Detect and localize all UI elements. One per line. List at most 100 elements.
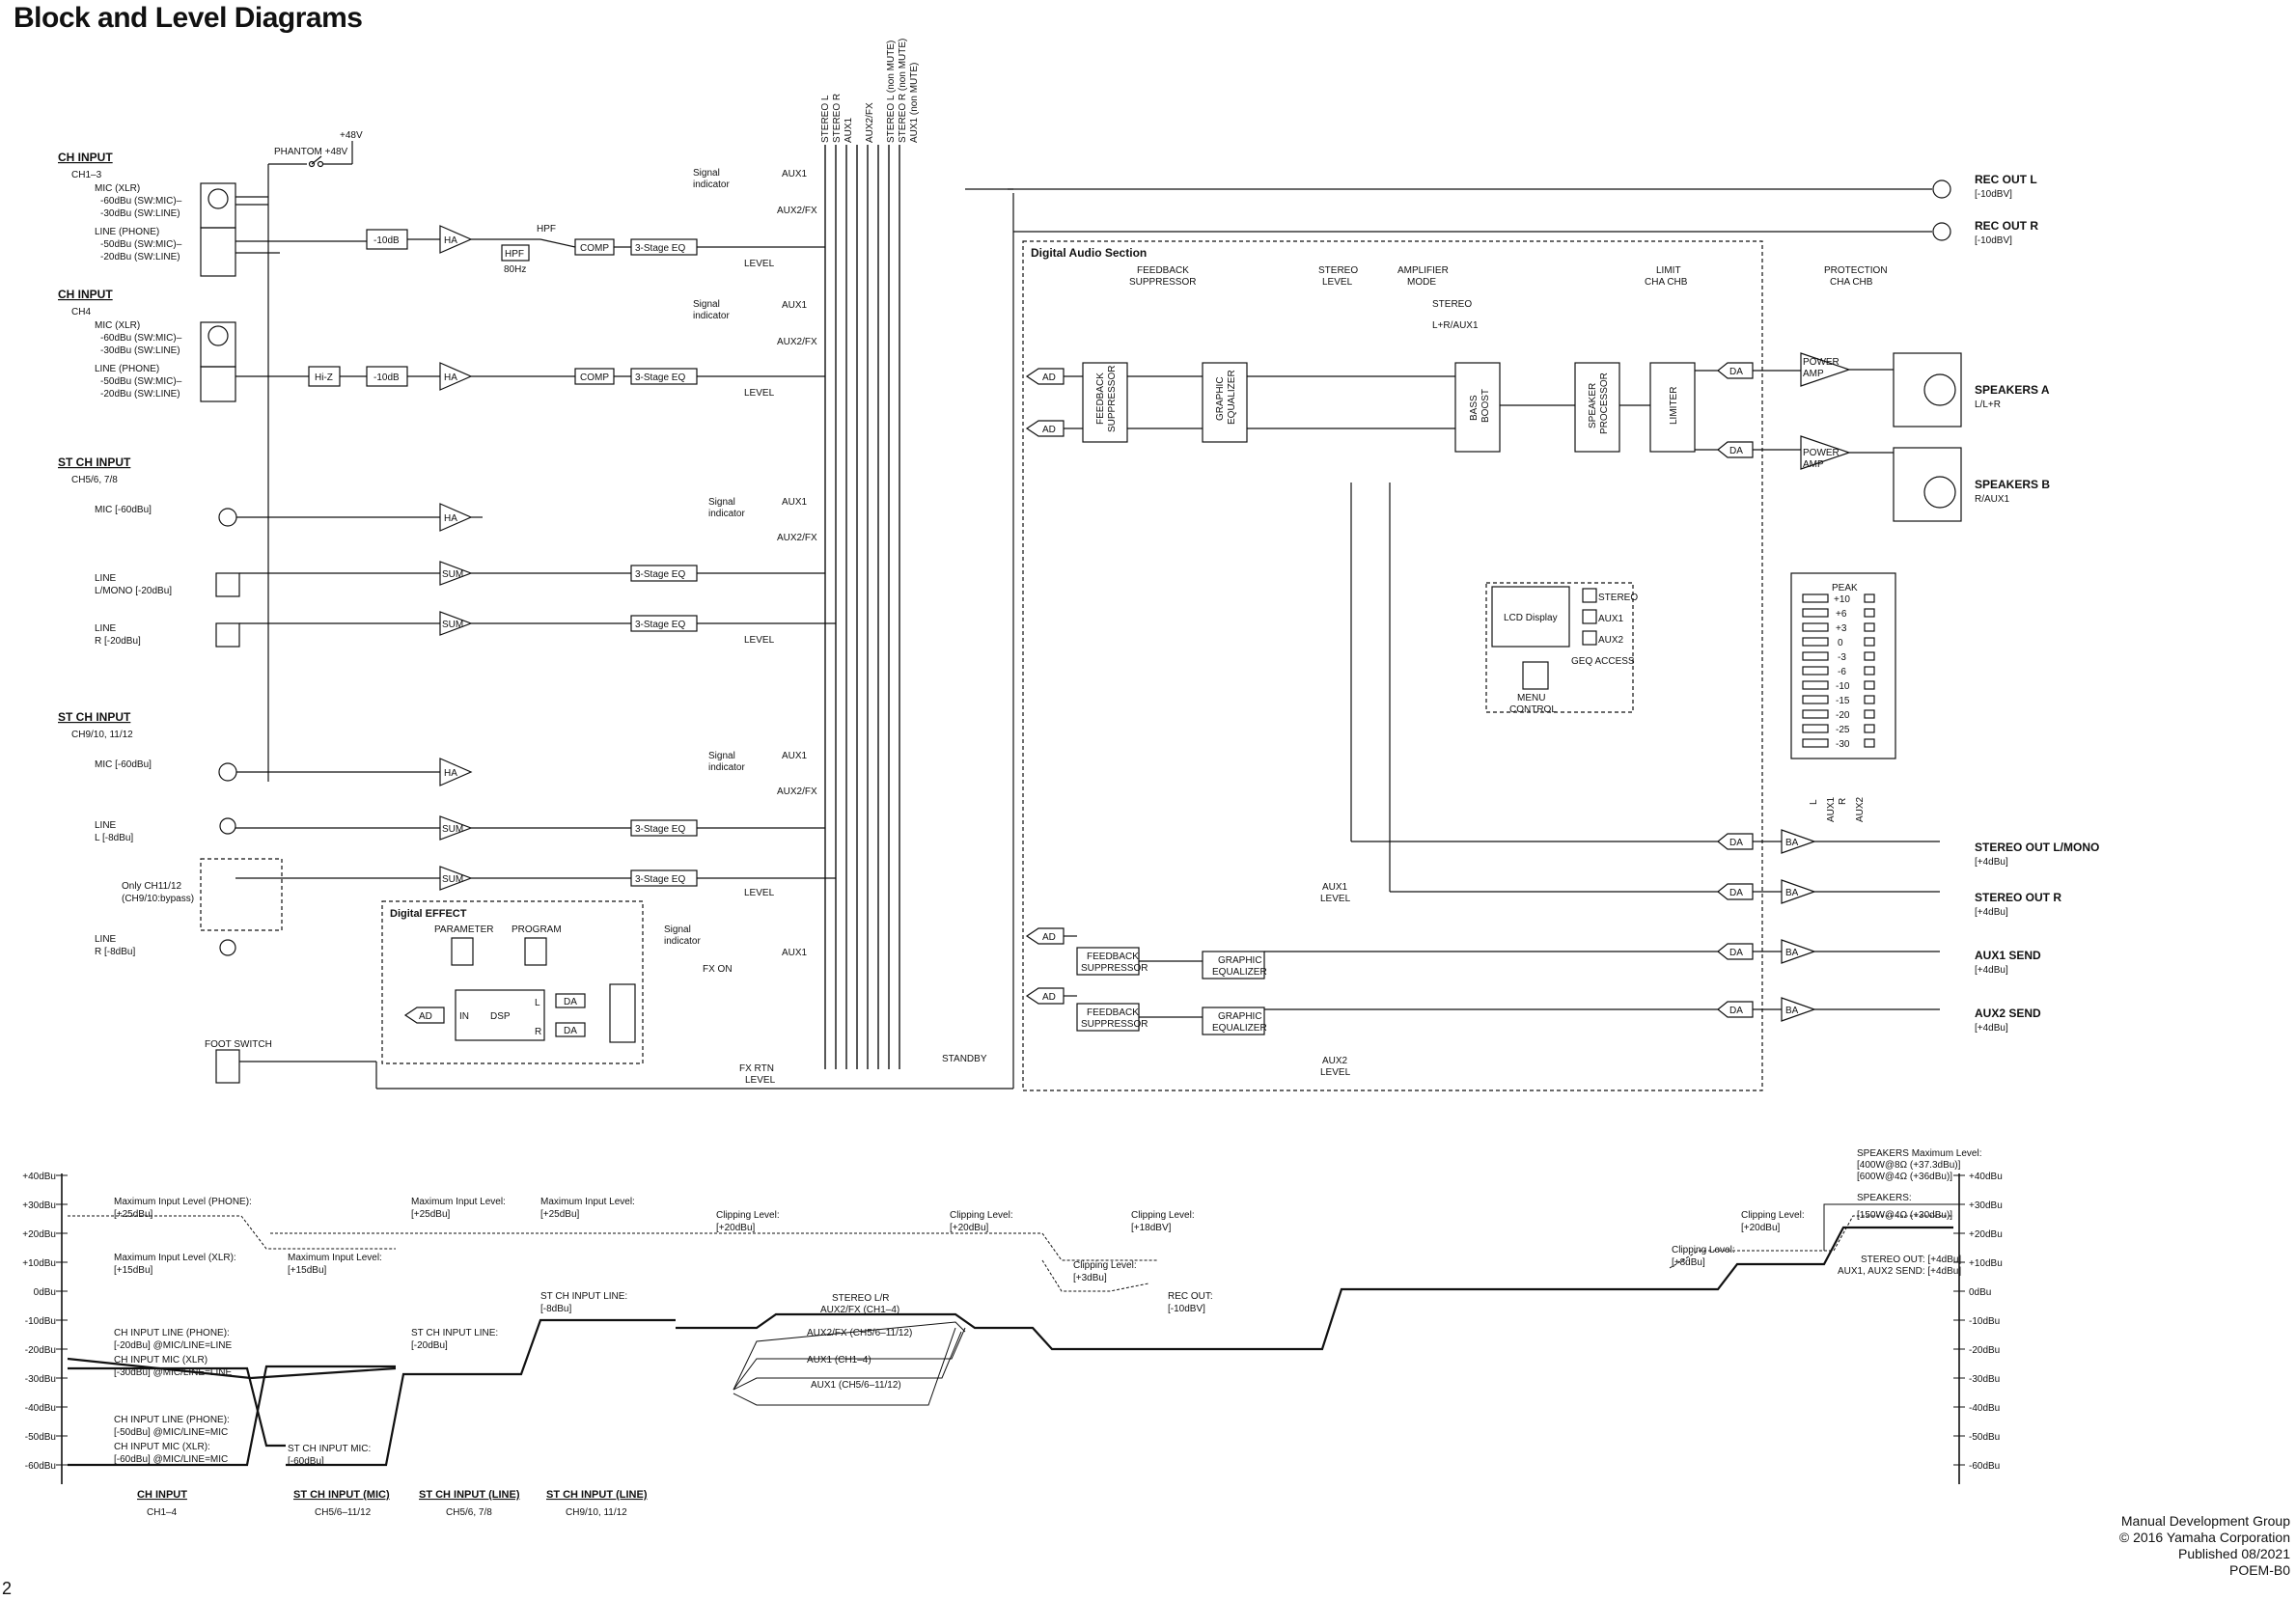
diagram-label: Maximum Input Level: — [540, 1197, 635, 1207]
diagram-label: AUX2 — [1322, 1056, 1348, 1066]
ch-input-1-chain: -10dB HA HPF HPF 80Hz COMP 3-Stage EQ — [366, 224, 825, 275]
diagram-label: (CH9/10:bypass) — [122, 894, 194, 904]
diagram-label: R [-20dBu] — [95, 636, 141, 647]
diagram-label: [-10dBV] — [1168, 1304, 1205, 1314]
diagram-label: AD — [419, 1011, 432, 1022]
level-scale-tick: 0dBu — [34, 1287, 56, 1298]
section-title: ST CH INPUT — [58, 455, 131, 469]
st-ch-input-2-section: ST CH INPUT CH9/10, 11/12 MIC [-60dBu] L… — [58, 710, 272, 1050]
diagram-label: -3 — [1838, 652, 1846, 663]
bus-label: AUX1 (non MUTE) — [909, 63, 920, 143]
diagram-label: GRAPHIC — [1215, 376, 1226, 421]
diagram-label: [600W@4Ω (+36dBu)] — [1857, 1172, 1952, 1182]
level-scale-tick: +40dBu — [1969, 1172, 2003, 1182]
diagram-label: HPF — [537, 224, 556, 234]
diagram-label: AUX1 — [782, 169, 808, 179]
level-scale-tick: +20dBu — [22, 1229, 56, 1240]
level-scale-tick: -10dBu — [25, 1316, 56, 1327]
diagram-label: Signal — [664, 924, 691, 935]
level-scale-tick: -10dBu — [1969, 1316, 2000, 1327]
section-title: ST CH INPUT — [58, 710, 131, 724]
st-ch-input-1-chain: HA SUM SUM 3-Stage EQ 3-Stage EQ — [215, 503, 836, 648]
diagram-label: SUPPRESSOR — [1081, 1019, 1148, 1030]
bus-label: STEREO L — [820, 95, 831, 143]
diagram-label: 3-Stage EQ — [635, 569, 685, 580]
diagram-label: 3-Stage EQ — [635, 824, 685, 835]
phantom-voltage: +48V — [340, 130, 363, 141]
diagram-label: MIC [-60dBu] — [95, 759, 152, 770]
diagram-label: AUX2/FX (CH1–4) — [820, 1305, 899, 1315]
diagram-label: indicator — [693, 311, 730, 321]
level-scale-tick: -50dBu — [25, 1432, 56, 1443]
diagram-label: POWER — [1803, 448, 1840, 458]
diagram-label: SPEAKERS Maximum Level: — [1857, 1148, 1982, 1159]
level-scale-tick: -20dBu — [1969, 1345, 2000, 1356]
diagram-label: CH5/6, 7/8 — [446, 1507, 492, 1518]
diagram-label: [+8dBu] — [1672, 1257, 1705, 1268]
diagram-label: 3-Stage EQ — [635, 243, 685, 254]
diagram-label: [-20dBu] — [411, 1340, 448, 1351]
diagram-label: LEVEL — [744, 888, 775, 898]
diagram-label: [+3dBu] — [1073, 1273, 1107, 1283]
diagram-label: 80Hz — [504, 264, 526, 275]
diagram-label: CH9/10, 11/12 — [566, 1507, 627, 1518]
diagram-label: AUX1 — [782, 300, 808, 311]
diagram-label: STEREO OUT: [+4dBu] — [1861, 1255, 1961, 1265]
output-title: REC OUT L — [1975, 173, 2037, 186]
diagram-label: GEQ ACCESS — [1571, 656, 1635, 667]
footer-published: Published 08/2021 — [2178, 1546, 2290, 1561]
output-title: SPEAKERS A — [1975, 383, 2050, 397]
diagram-label: AD — [1042, 425, 1056, 435]
diagram-label: DA — [564, 997, 577, 1007]
st-ch-input-1-section: ST CH INPUT CH5/6, 7/8 MIC [-60dBu] LINE… — [58, 455, 172, 647]
diagram-label: -6 — [1838, 667, 1846, 677]
diagram-label: AUX1 (CH5/6–11/12) — [811, 1380, 901, 1391]
diagram-label: -30dBu (SW:LINE) — [100, 345, 180, 356]
diagram-label: -50dBu (SW:MIC)– — [100, 239, 182, 250]
diagram-label: LEVEL — [1320, 894, 1351, 904]
diagram-label: AD — [1042, 932, 1056, 943]
diagram-label: LEVEL — [744, 259, 775, 269]
phantom-power: PHANTOM +48V +48V — [267, 130, 363, 782]
diagram-label: LINE — [95, 934, 117, 945]
foot-switch-label: FOOT SWITCH — [205, 1039, 272, 1050]
diagram-label: L [-8dBu] — [95, 833, 133, 843]
output-stages: DA DA DA DA BA BA BA BA POWER AMP POWER … — [965, 179, 1962, 1022]
digital-audio-section: Digital Audio Section FEEDBACK SUPPRESSO… — [1022, 240, 1888, 1091]
diagram-label: R/AUX1 — [1975, 494, 2010, 505]
level-bottom-labels: CH INPUT CH1–4 ST CH INPUT (MIC) CH5/6–1… — [137, 1489, 648, 1518]
ch-input-1-section: CH INPUT CH1–3 MIC (XLR) -60dBu (SW:MIC)… — [58, 151, 182, 262]
diagram-label: [-60dBu] @MIC/LINE=MIC — [114, 1454, 228, 1465]
diagram-label: IN — [459, 1011, 469, 1022]
level-meter: PEAK +10 +6 +3 0 -3 -6 -10 -15 -20 -25 -… — [1790, 572, 1896, 822]
diagram-label: DA — [1729, 1006, 1743, 1016]
diagram-label: [+20dBu] — [716, 1223, 756, 1233]
diagram-label: PROTECTION — [1824, 265, 1888, 276]
diagram-label: indicator — [708, 762, 745, 773]
diagram-label: [400W@8Ω (+37.3dBu)] — [1857, 1160, 1961, 1171]
level-scale-right: +40dBu+30dBu+20dBu+10dBu0dBu-10dBu-20dBu… — [1969, 1172, 2003, 1472]
diagram-label: SUPPRESSOR — [1107, 366, 1118, 432]
diagram-label: CH5/6, 7/8 — [71, 475, 118, 485]
diagram-label: LEVEL — [745, 1075, 776, 1086]
diagram-label: STEREO — [1432, 299, 1472, 310]
diagram-label: STEREO — [1318, 265, 1358, 276]
diagram-label: L/MONO [-20dBu] — [95, 586, 172, 596]
level-scale-tick: -40dBu — [1969, 1403, 2000, 1414]
digital-effect: Digital EFFECT PARAMETER PROGRAM IN DSP … — [381, 900, 644, 1064]
diagram-label: BA — [1785, 838, 1799, 848]
diagram-label: CH INPUT MIC (XLR): — [114, 1442, 210, 1452]
diagram-label: FX RTN — [739, 1063, 774, 1074]
diagram-label: indicator — [708, 509, 745, 519]
diagram-label: AUX1, AUX2 SEND: [+4dBu] — [1838, 1266, 1961, 1277]
diagram-label: SPEAKER — [1588, 383, 1598, 428]
diagram-label: BA — [1785, 888, 1799, 898]
diagram-label: SUPPRESSOR — [1129, 277, 1196, 288]
diagram-label: -20dBu (SW:LINE) — [100, 389, 180, 400]
diagram-label: CONTROL — [1509, 704, 1557, 715]
diagram-label: Only CH11/12 — [122, 881, 182, 892]
ch-input-2-chain: Hi-Z -10dB HA COMP 3-Stage EQ — [200, 321, 825, 402]
page-number: 2 — [2, 1579, 13, 1598]
diagram-label: L — [535, 998, 540, 1008]
diagram-label: AUX2 — [1855, 796, 1866, 822]
